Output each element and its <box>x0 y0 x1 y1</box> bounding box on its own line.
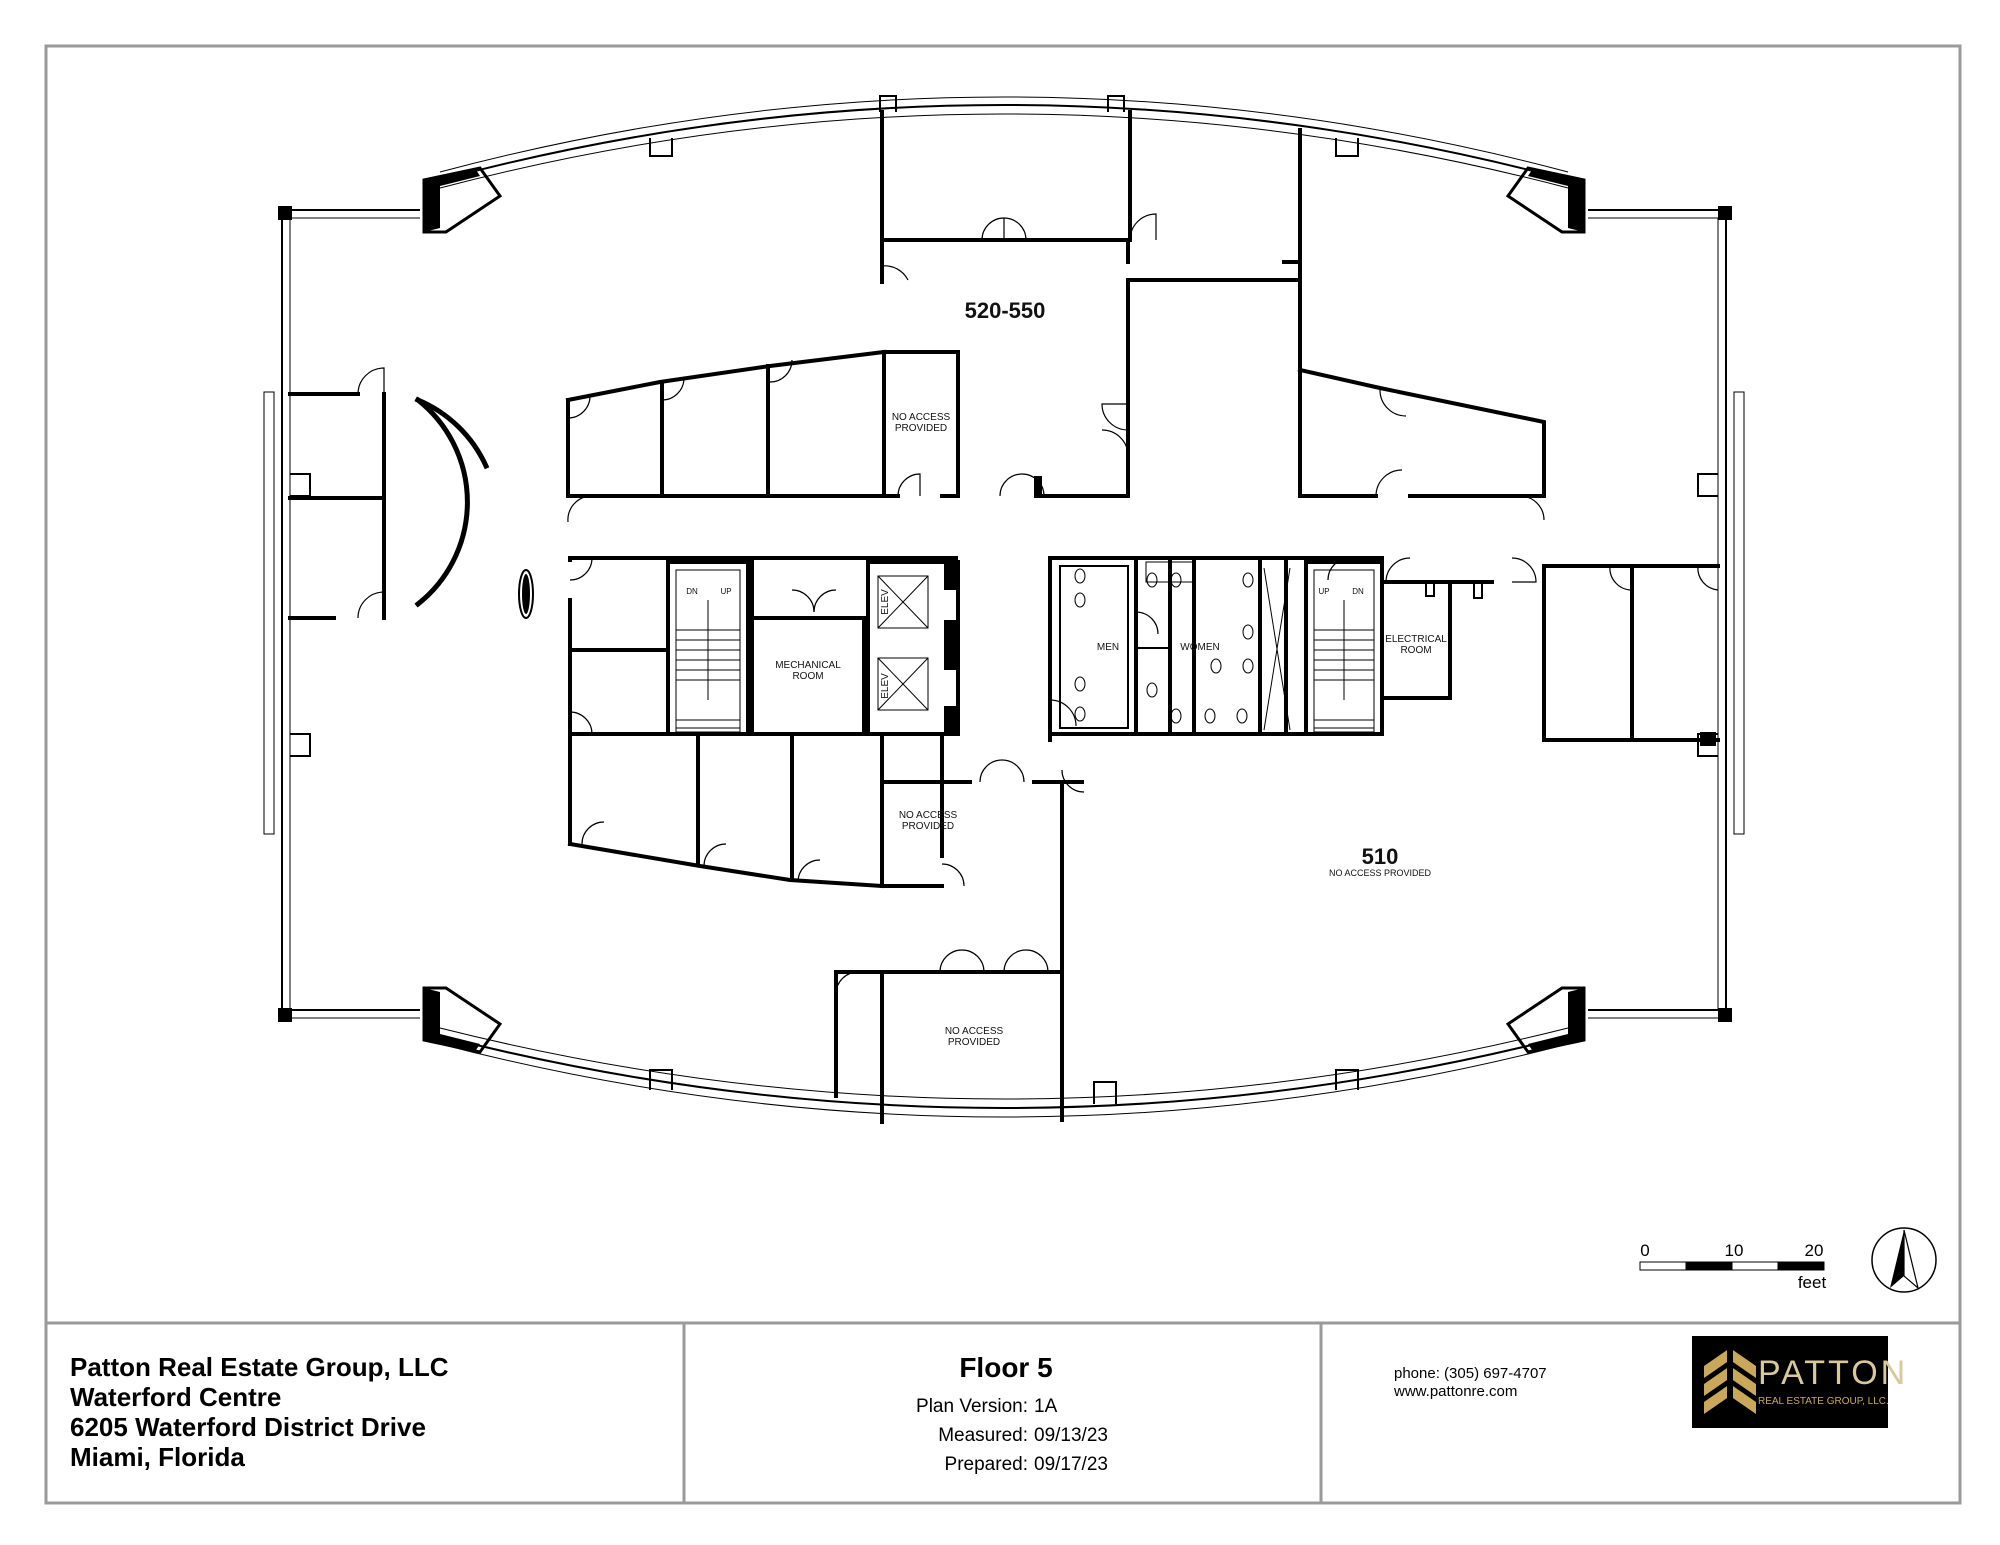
website: www.pattonre.com <box>1394 1383 1518 1400</box>
building-name: Waterford Centre <box>70 1382 282 1412</box>
title-block-plan-info: Floor 5 Plan Version: 1A Measured: 09/13/2… <box>686 1352 1326 1479</box>
building-core <box>568 556 1494 736</box>
restroom-fixtures <box>1074 568 1254 724</box>
north-suite-walls <box>288 110 1546 620</box>
city-state: Miami, Florida <box>70 1442 245 1472</box>
scale-tick-20: 20 <box>1805 1241 1824 1260</box>
stair-west-dn: DN <box>686 587 698 596</box>
south-suite-walls <box>567 732 1084 1124</box>
plan-version-row: Plan Version: 1A <box>686 1392 1326 1421</box>
logo-chevron-icon <box>1704 1348 1756 1420</box>
phone-number: phone: (305) 697-4707 <box>1394 1365 1547 1382</box>
suite-510-note: NO ACCESS PROVIDED <box>1329 868 1432 878</box>
suite-label-510: 510 <box>1362 844 1399 869</box>
title-block-contact: phone: (305) 697-4707 www.pattonre.com <box>1394 1365 1547 1401</box>
stair-west-up: UP <box>720 587 731 596</box>
company-name: Patton Real Estate Group, LLC <box>70 1352 449 1382</box>
measured-value: 09/13/23 <box>1034 1425 1108 1446</box>
suite-label-520-550: 520-550 <box>965 298 1046 323</box>
scale-tick-10: 10 <box>1725 1241 1744 1260</box>
stair-east-dn: DN <box>1352 587 1364 596</box>
street-address: 6205 Waterford District Drive <box>70 1412 426 1442</box>
measured-label: Measured: <box>938 1425 1028 1446</box>
prepared-row: Prepared: 09/17/23 <box>686 1450 1326 1479</box>
elevator-label-2: ELEV <box>880 673 891 699</box>
stair-east-up: UP <box>1318 587 1329 596</box>
floor-title: Floor 5 <box>959 1352 1053 1383</box>
room-label-women: WOMEN <box>1180 642 1219 653</box>
logo-wordmark: PATTON <box>1758 1354 1909 1392</box>
logo-subtitle: REAL ESTATE GROUP, LLC. <box>1758 1396 1889 1407</box>
room-label-men: MEN <box>1097 642 1119 653</box>
north-arrow-icon <box>1871 1227 1937 1293</box>
measured-row: Measured: 09/13/23 <box>686 1421 1326 1450</box>
building-outline <box>263 95 1745 1118</box>
prepared-value: 09/17/23 <box>1034 1454 1108 1475</box>
title-block-address: Patton Real Estate Group, LLC Waterford … <box>70 1352 449 1472</box>
scale-bar: 0 10 20 feet <box>1639 1241 1827 1292</box>
patton-logo: PATTON REAL ESTATE GROUP, LLC. <box>1692 1336 1905 1428</box>
plan-version-label: Plan Version: <box>916 1396 1028 1417</box>
prepared-label: Prepared: <box>944 1454 1028 1475</box>
door-swings <box>357 213 1719 995</box>
scale-unit: feet <box>1798 1273 1827 1292</box>
plan-version-value: 1A <box>1034 1396 1058 1417</box>
elevator-label-1: ELEV <box>880 589 891 615</box>
scale-tick-0: 0 <box>1640 1241 1649 1260</box>
sheet-border <box>44 44 1962 1505</box>
east-suite-walls <box>1542 564 1720 746</box>
